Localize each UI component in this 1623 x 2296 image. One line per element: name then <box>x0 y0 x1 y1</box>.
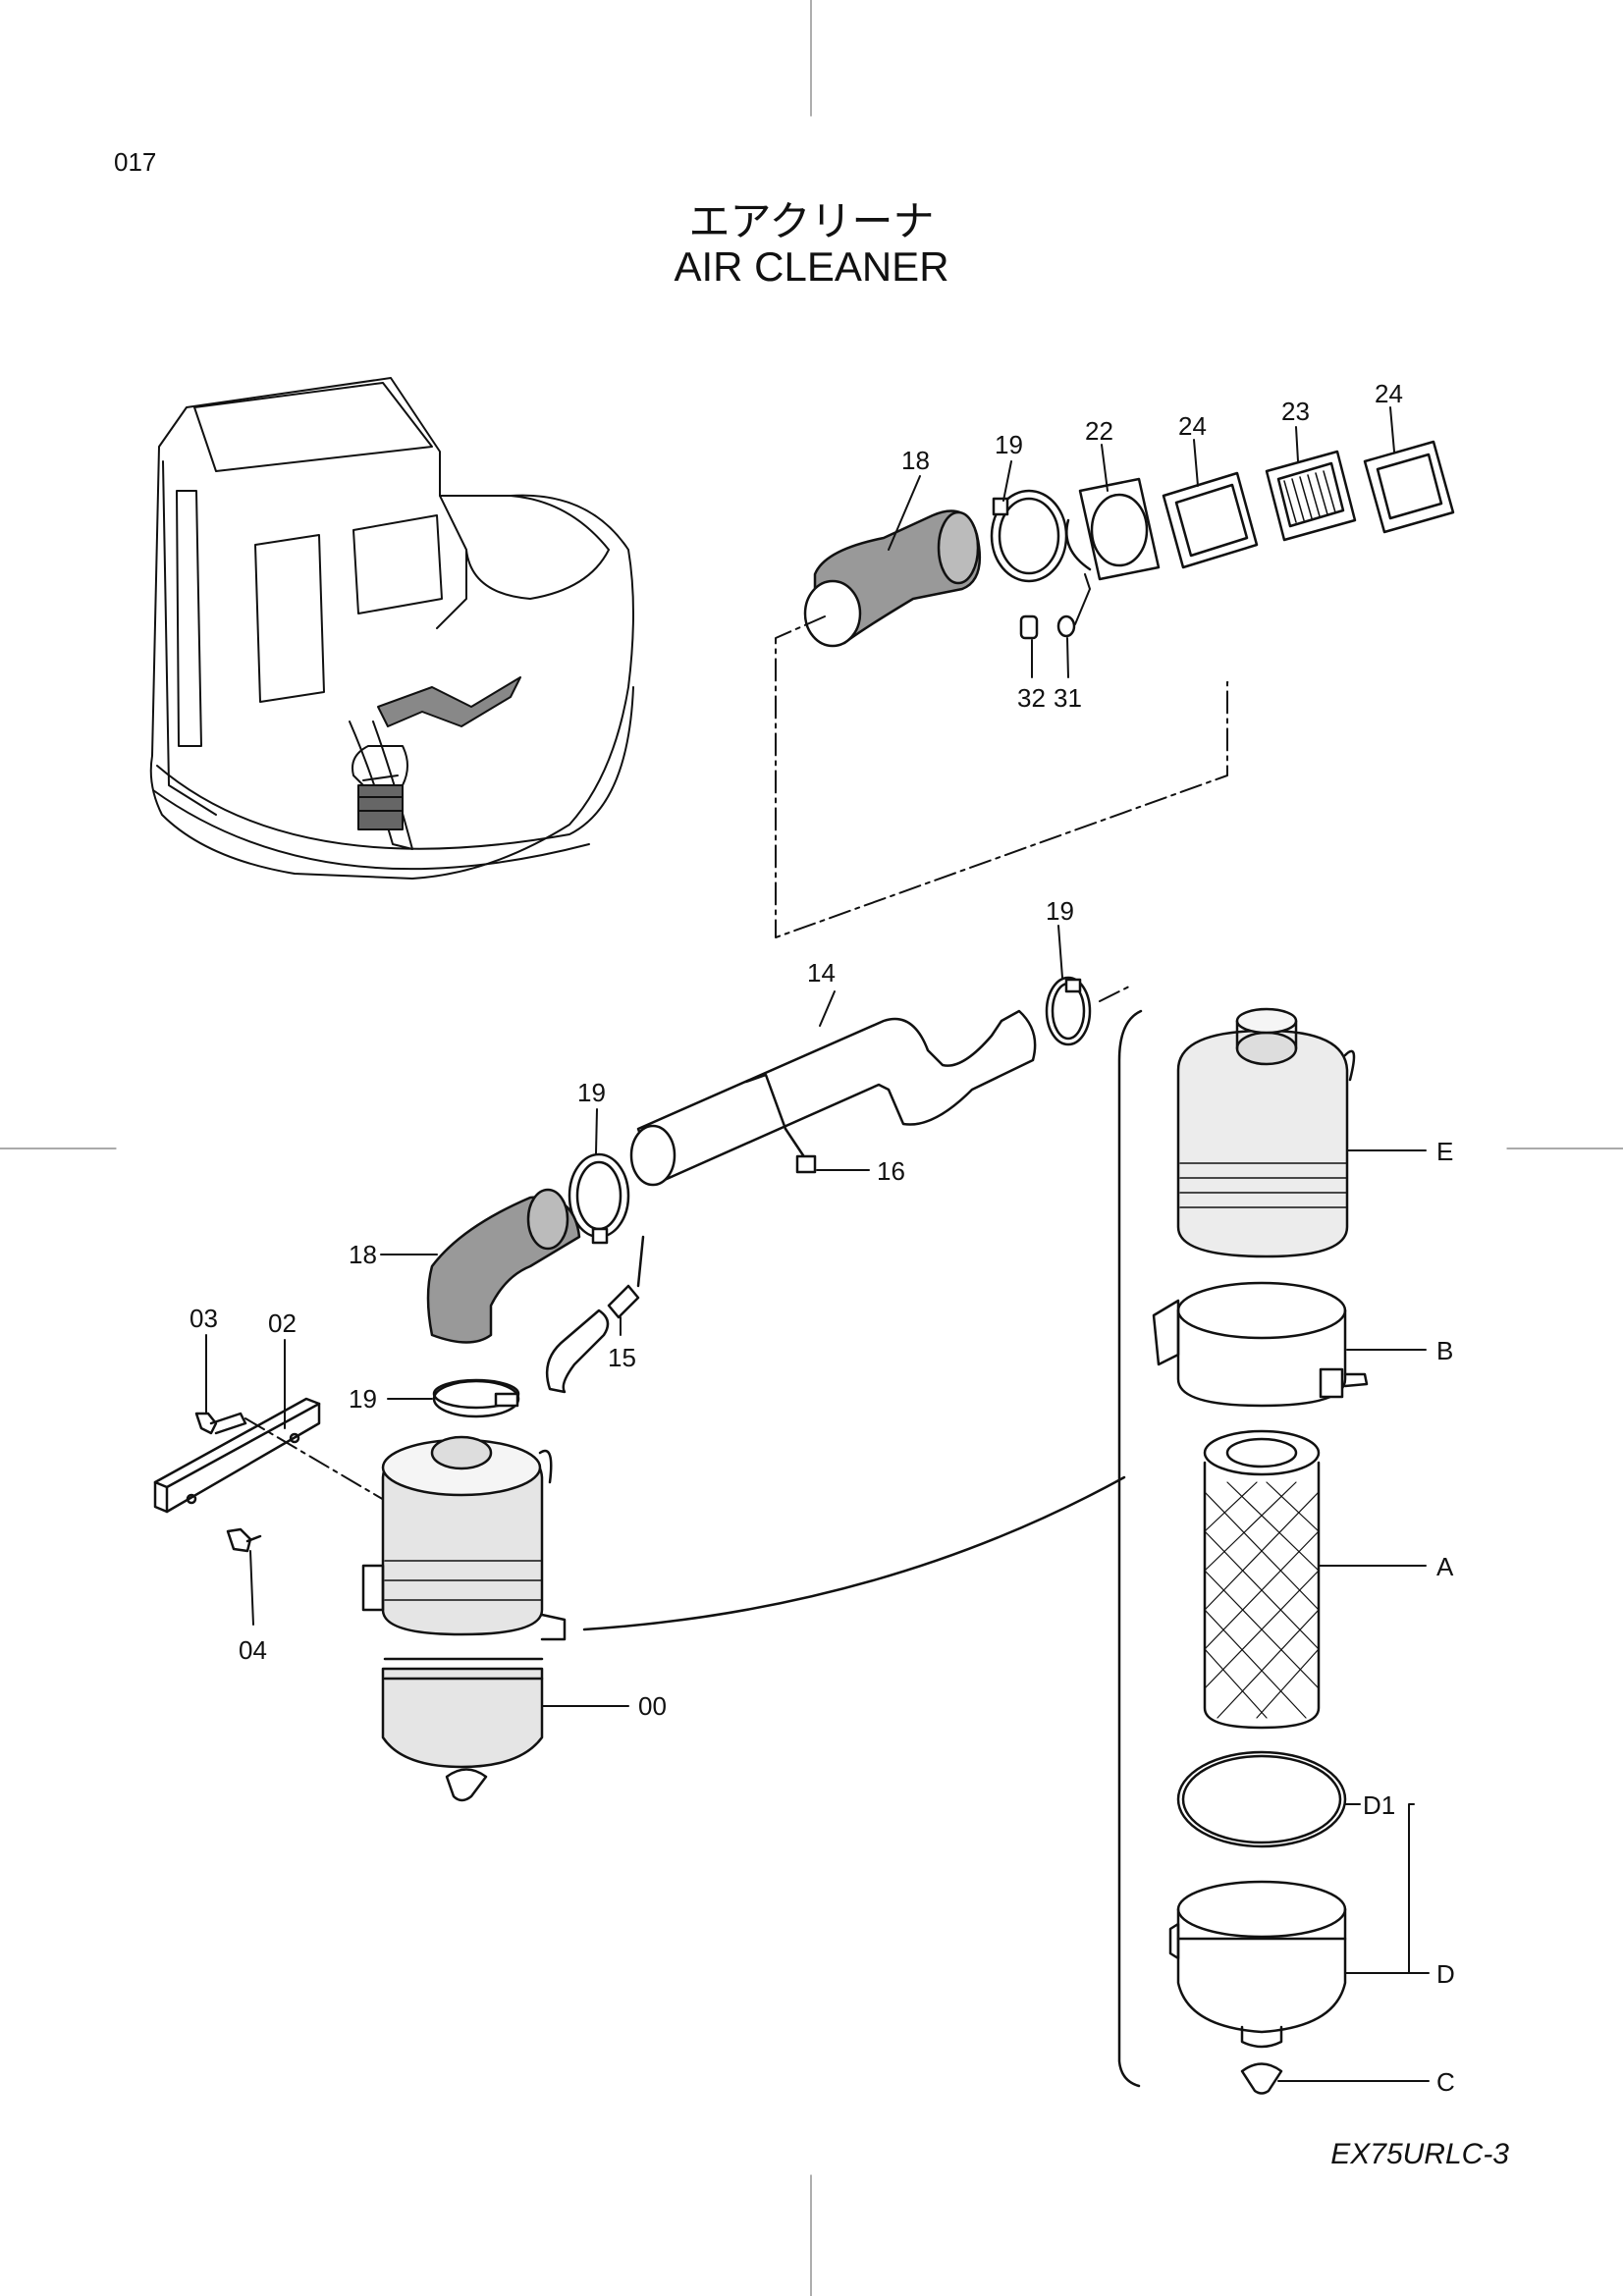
callout-16: 16 <box>877 1156 905 1186</box>
page-number: 017 <box>114 147 157 177</box>
callout-D: D <box>1436 1959 1455 1989</box>
callout-31: 31 <box>1054 683 1082 713</box>
part-19-upper-clamp <box>990 489 1068 583</box>
part-18-lower-elbow-hose <box>426 1188 581 1344</box>
part-02-bracket <box>153 1397 321 1514</box>
part-00-air-cleaner-assembly <box>361 1435 567 1802</box>
callout-B: B <box>1436 1336 1453 1365</box>
detail-B-band-clamp <box>1152 1281 1369 1408</box>
callout-19-lower: 19 <box>349 1384 377 1414</box>
title-english: AIR CLEANER <box>674 243 949 290</box>
excavator-overview-illustration <box>149 377 634 880</box>
part-31-washer <box>1056 614 1076 638</box>
callout-24-right: 24 <box>1375 379 1403 408</box>
model-code: EX75URLC-3 <box>1330 2138 1509 2170</box>
callout-23: 23 <box>1281 397 1310 426</box>
callout-00: 00 <box>638 1691 667 1721</box>
callout-A: A <box>1436 1552 1454 1581</box>
callout-C: C <box>1436 2067 1455 2097</box>
callout-18-upper: 18 <box>901 446 930 475</box>
callout-24-left: 24 <box>1178 411 1207 441</box>
detail-link-line <box>582 1475 1126 1631</box>
callout-D1: D1 <box>1363 1790 1395 1820</box>
callout-15: 15 <box>608 1343 636 1372</box>
part-15-breather-hose <box>545 1235 645 1394</box>
callout-02: 02 <box>268 1308 297 1338</box>
callout-19-upper: 19 <box>995 430 1023 459</box>
detail-bracket <box>1117 1009 1143 2088</box>
detail-C-dust-valve <box>1240 2062 1283 2095</box>
detail-A-filter-element <box>1203 1429 1321 1730</box>
callout-04: 04 <box>239 1635 267 1665</box>
part-03-bolt <box>194 1412 247 1435</box>
part-14-intake-pipe <box>629 1009 1037 1187</box>
part-04-bolt <box>226 1527 262 1553</box>
part-19-clamp-right <box>1045 976 1092 1046</box>
callout-labels: 18 19 22 24 23 24 32 31 14 19 19 16 18 1… <box>189 379 1455 2097</box>
title-japanese: エアクリーナ <box>688 197 935 245</box>
callout-32: 32 <box>1017 683 1046 713</box>
part-24-gasket-left <box>1162 471 1259 569</box>
part-23-precleaner-screen <box>1265 450 1357 542</box>
detail-E-cover <box>1176 1007 1356 1258</box>
part-32-bolt <box>1019 614 1039 640</box>
callout-22: 22 <box>1085 416 1113 446</box>
part-18-upper-elbow-hose <box>803 509 982 648</box>
part-19-lower-clamp <box>432 1378 520 1418</box>
part-19-clamp-middle <box>568 1152 630 1245</box>
detail-D1-o-ring <box>1176 1750 1347 1848</box>
callout-19-middle: 19 <box>577 1078 606 1107</box>
callout-E: E <box>1436 1137 1453 1166</box>
detail-D-dust-cup <box>1168 1880 1347 2049</box>
callout-19-right: 19 <box>1046 896 1074 926</box>
part-24-gasket-right <box>1363 440 1455 534</box>
callout-14: 14 <box>807 958 836 988</box>
callout-18-lower: 18 <box>349 1240 377 1269</box>
callout-03: 03 <box>189 1304 218 1333</box>
callout-leader-lines <box>205 406 1430 2082</box>
bolt-leader <box>1074 573 1091 625</box>
assembly-dashdot-lines <box>775 615 1228 1002</box>
part-22-adapter-flange <box>1065 477 1161 581</box>
